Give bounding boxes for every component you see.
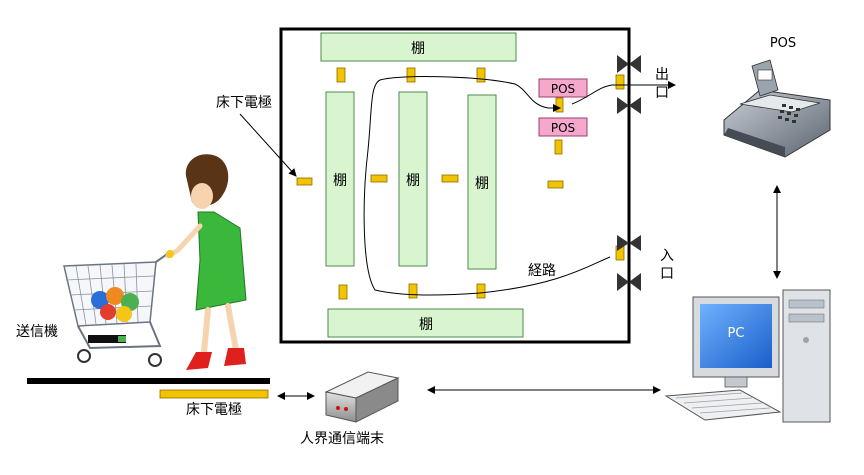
exit-route bbox=[571, 81, 676, 105]
shopper-icon bbox=[165, 154, 247, 370]
electrode bbox=[555, 97, 564, 113]
transmitter-device bbox=[88, 335, 126, 343]
exit-label: 出口 bbox=[655, 67, 669, 101]
floor-electrode-label-bottom: 床下電極 bbox=[186, 402, 242, 418]
exit-gate bbox=[617, 55, 641, 114]
pc-icon: PC bbox=[664, 289, 831, 423]
electrode bbox=[476, 283, 486, 299]
shelf-aisle-3-label: 棚 bbox=[475, 176, 489, 192]
shelf-top-label: 棚 bbox=[411, 41, 425, 57]
shelf-aisle-2 bbox=[398, 91, 428, 267]
shelf-bottom bbox=[327, 308, 524, 338]
shelf-aisle-2-label: 棚 bbox=[406, 173, 420, 189]
pos-register-icon bbox=[723, 59, 831, 158]
pos-box-2-label: POS bbox=[551, 121, 575, 135]
pos-box-1-label: POS bbox=[551, 82, 575, 96]
electrode bbox=[615, 74, 625, 90]
electrode bbox=[336, 67, 346, 83]
customer-route bbox=[363, 76, 611, 296]
floor-electrode-pointer bbox=[239, 113, 297, 177]
electrode bbox=[338, 284, 348, 300]
pos-box-1 bbox=[538, 78, 588, 98]
pc-label: PC bbox=[728, 326, 745, 341]
transmitter-label: 送信機 bbox=[16, 324, 58, 340]
shelf-aisle-1-label: 棚 bbox=[333, 173, 347, 189]
electrode bbox=[408, 283, 418, 299]
route-label: 経路 bbox=[528, 263, 556, 279]
floor-electrode-label-top: 床下電極 bbox=[216, 95, 272, 111]
terminal-label: 人界通信端末 bbox=[300, 431, 384, 447]
shelf-aisle-1 bbox=[325, 91, 355, 267]
electrode bbox=[547, 180, 564, 189]
electrode bbox=[554, 139, 563, 155]
entrance-label: 入口 bbox=[660, 248, 674, 282]
electrode bbox=[441, 174, 459, 183]
electrode bbox=[406, 67, 416, 83]
shopping-cart-icon bbox=[63, 251, 171, 367]
floor-electrode-bottom bbox=[159, 389, 269, 399]
electrode bbox=[476, 67, 486, 83]
floor bbox=[27, 378, 270, 384]
terminal-icon bbox=[324, 371, 400, 423]
shelf-bottom-label: 棚 bbox=[419, 317, 433, 333]
pos-register-label: POS bbox=[770, 36, 796, 51]
shelf-top bbox=[320, 32, 517, 62]
entrance-gate bbox=[617, 235, 641, 291]
electrode bbox=[370, 174, 388, 183]
shelf-aisle-3 bbox=[467, 94, 497, 270]
pos-box-2 bbox=[538, 117, 588, 137]
electrode bbox=[296, 177, 313, 186]
shelves: 棚 棚 棚 棚 棚 bbox=[320, 32, 524, 338]
floor-electrodes bbox=[296, 67, 625, 300]
